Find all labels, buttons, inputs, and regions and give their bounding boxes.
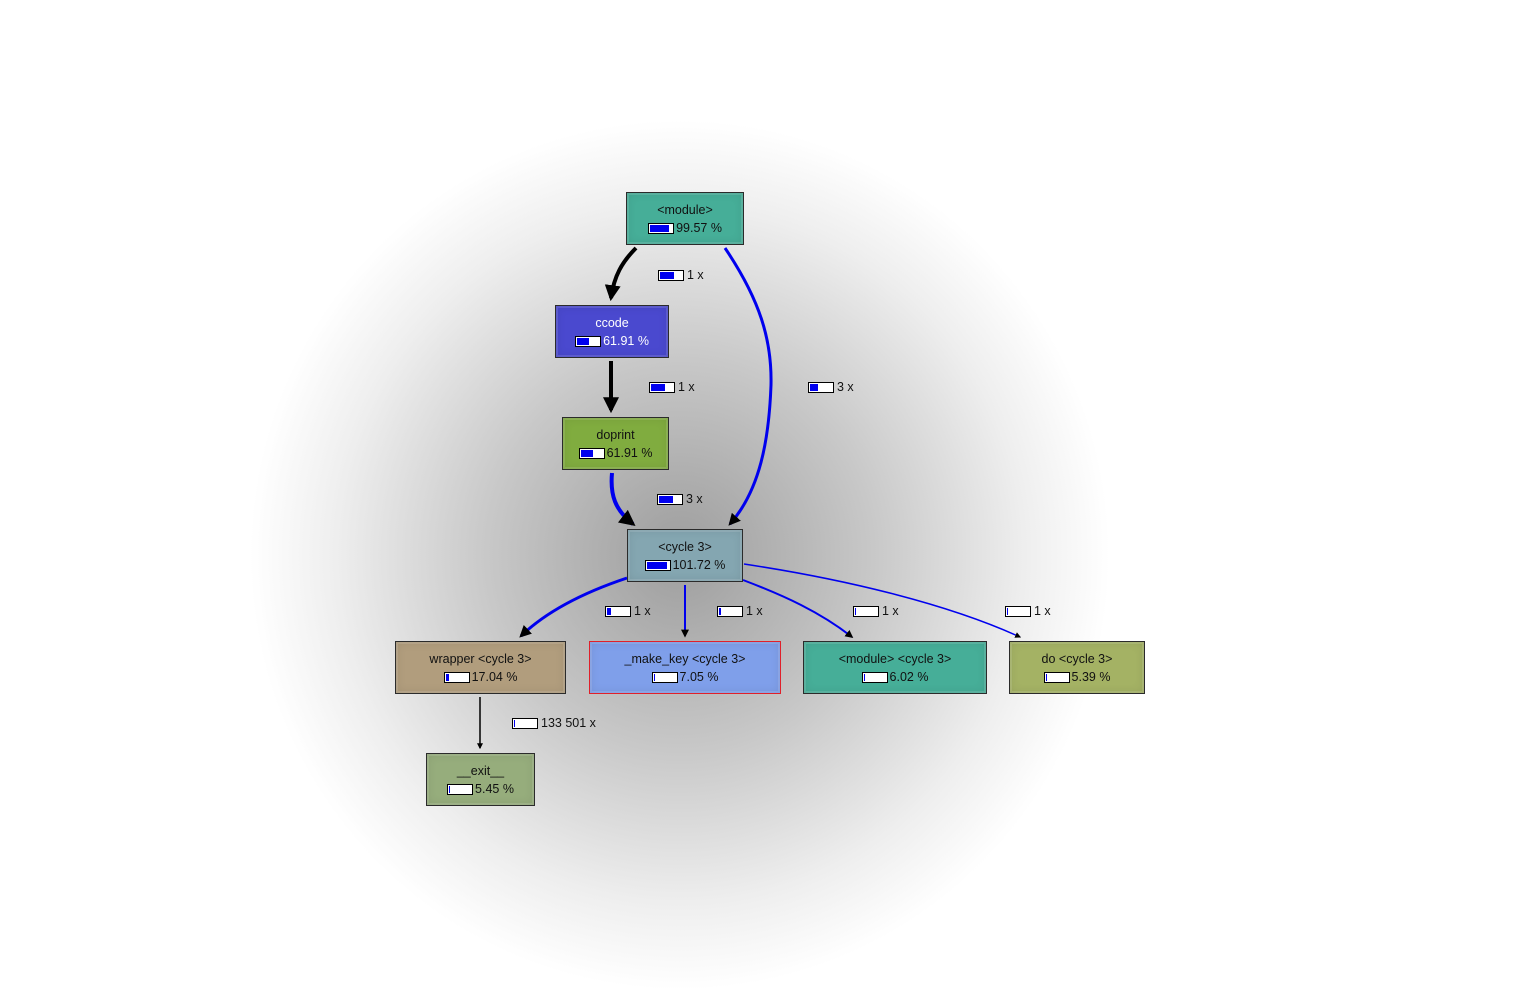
cost-percentage: 5.45 % [475,782,514,796]
edge-call-count: 1 x [882,604,899,618]
edge-cost-bar-fill [659,495,673,503]
edge-call-count: 133 501 x [541,716,596,730]
edge-label-ccode-to-doprint[interactable]: 1 x [649,380,695,394]
edge-cycle3-to-wrapper[interactable] [519,576,628,638]
edge-cost-bar [808,381,834,393]
cost-bar-fill [577,337,590,345]
edge-label-module-to-cycle3[interactable]: 3 x [808,380,854,394]
function-node-wrapper[interactable]: wrapper <cycle 3> 17.04 % [395,641,566,694]
edge-cost-bar-fill [607,607,611,615]
edge-cost-bar [658,269,684,281]
function-name: do <cycle 3> [1041,652,1113,666]
cost-bar-fill [445,673,449,681]
cost-percentage: 5.39 % [1071,670,1111,684]
function-name: __exit__ [456,764,505,778]
function-name: doprint [596,428,635,442]
function-cost: 6.02 % [804,670,986,684]
edge-doprint-to-cycle3[interactable] [609,472,636,526]
edge-label-doprint-to-cycle3[interactable]: 3 x [657,492,703,506]
function-node-cycle3[interactable]: <cycle 3> 101.72 % [627,529,743,582]
edge-cost-bar [853,605,879,617]
edge-call-count: 1 x [678,380,695,394]
edge-label-cycle3-to-make-key[interactable]: 1 x [717,604,763,618]
cost-bar [648,222,675,234]
edge-cost-bar [717,605,743,617]
edge-cost-bar-fill [514,719,515,727]
function-name: wrapper <cycle 3> [429,652,532,666]
function-cost: 17.04 % [396,670,565,684]
cost-bar [861,671,888,683]
edge-cycle3-to-module-cycle3[interactable] [742,579,854,638]
edge-module-to-cycle3[interactable] [723,247,773,526]
edge-label-cycle3-to-do-cycle3[interactable]: 1 x [1005,604,1051,618]
cost-bar-fill [449,785,451,793]
cost-bar [447,783,474,795]
edge-cost-bar-fill [855,607,856,615]
edge-cost-bar-fill [660,271,674,279]
edge-call-count: 1 x [634,604,651,618]
edge-label-cycle3-to-module-cycle3[interactable]: 1 x [853,604,899,618]
edge-call-count: 1 x [687,268,704,282]
function-name: <module> [657,203,713,217]
edge-label-wrapper-to-exit[interactable]: 133 501 x [512,716,596,730]
cost-percentage: 17.04 % [471,670,518,684]
edge-call-count: 3 x [686,492,703,506]
edge-cost-bar-fill [651,383,665,391]
function-cost: 61.91 % [556,334,668,348]
function-name: <module> <cycle 3> [838,652,952,666]
edge-label-module-to-ccode[interactable]: 1 x [658,268,704,282]
function-name: ccode [595,316,629,330]
function-cost: 5.39 % [1010,670,1144,684]
cost-bar-fill [580,449,593,457]
function-cost: 101.72 % [628,558,742,572]
edge-cost-bar-fill [719,607,721,615]
cost-bar [644,559,671,571]
edge-call-count: 1 x [746,604,763,618]
cost-bar [443,671,470,683]
cost-bar-fill [650,224,670,232]
edge-cost-bar-fill [1007,607,1008,615]
edge-call-count: 3 x [837,380,854,394]
function-node-do-cycle3[interactable]: do <cycle 3> 5.39 % [1009,641,1145,694]
edge-call-count: 1 x [1034,604,1051,618]
function-cost: 61.91 % [563,446,668,460]
cost-percentage: 99.57 % [676,221,722,235]
function-node-ccode[interactable]: ccode 61.91 % [555,305,669,358]
function-cost: 7.05 % [590,670,780,684]
function-cost: 99.57 % [627,221,743,235]
edge-cost-bar [512,717,538,729]
edge-label-cycle3-to-wrapper[interactable]: 1 x [605,604,651,618]
cost-percentage: 61.91 % [606,446,653,460]
cost-bar [578,447,605,459]
function-cost: 5.45 % [427,782,534,796]
edge-cycle3-to-do-cycle3[interactable] [743,563,1022,638]
cost-bar [651,671,678,683]
cost-percentage: 101.72 % [672,558,726,572]
function-name: _make_key <cycle 3> [624,652,746,666]
cost-bar [1043,671,1070,683]
function-name: <cycle 3> [658,540,712,554]
cost-bar-fill [653,673,655,681]
cost-percentage: 61.91 % [603,334,649,348]
function-node-module-cycle3[interactable]: <module> <cycle 3> 6.02 % [803,641,987,694]
cost-bar-fill [646,561,667,569]
edge-cost-bar [657,493,683,505]
function-node-module[interactable]: <module> 99.57 % [626,192,744,245]
function-node-make-key[interactable]: _make_key <cycle 3> 7.05 % [589,641,781,694]
edge-module-to-ccode[interactable] [604,246,638,302]
function-node-exit[interactable]: __exit__ 5.45 % [426,753,535,806]
cost-bar [575,335,602,347]
function-node-doprint[interactable]: doprint 61.91 % [562,417,669,470]
edge-cost-bar-fill [810,383,818,391]
cost-bar-fill [863,673,865,681]
edge-cost-bar [649,381,675,393]
cost-percentage: 6.02 % [889,670,929,684]
cost-percentage: 7.05 % [679,670,719,684]
cost-bar-fill [1045,673,1047,681]
edge-cost-bar [1005,605,1031,617]
edge-cost-bar [605,605,631,617]
